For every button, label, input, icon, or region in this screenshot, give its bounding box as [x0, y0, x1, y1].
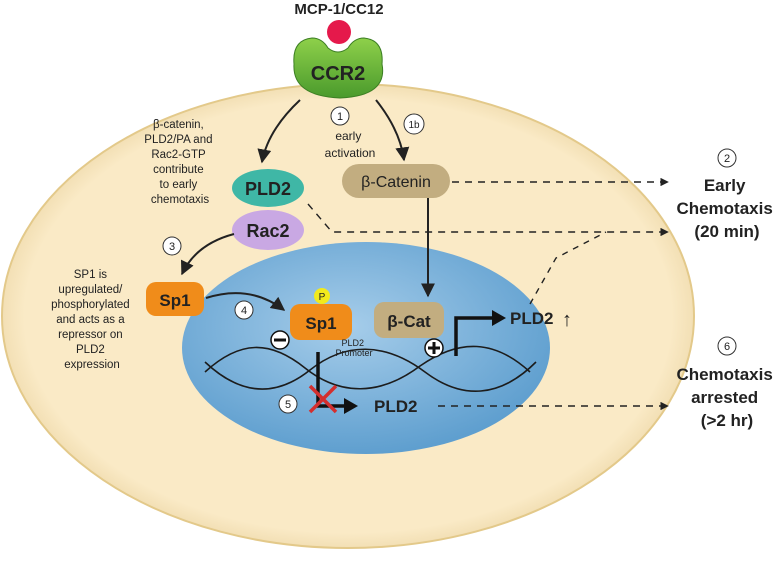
step-3-badge: 3 — [162, 236, 182, 256]
arrow-ccr2-to-betacatenin — [375, 99, 410, 162]
repression-sign — [270, 330, 290, 350]
outcome-early-chemotaxis: Early Chemotaxis (20 min) — [676, 176, 777, 241]
beta-cat-nucleus-label: β-Cat — [387, 312, 431, 331]
transcription-arrowhead-active — [492, 310, 506, 326]
transcription-arrow-active — [454, 316, 494, 356]
activation-sign — [424, 338, 444, 358]
svg-text:4: 4 — [241, 305, 247, 317]
arrow-ccr2-to-pld2 — [257, 99, 301, 164]
promoter-label: PLD2 Promoter — [335, 338, 372, 358]
ccr2-receptor — [293, 37, 384, 99]
step-6-badge: 6 — [717, 336, 737, 356]
beta-cat-nucleus-protein — [374, 302, 444, 338]
dna-strand-a — [204, 345, 531, 390]
phospho-marker — [314, 288, 330, 304]
phospho-label: P — [319, 292, 326, 303]
step-4-badge: 4 — [234, 300, 254, 320]
arrow-rac2-to-sp1 — [180, 233, 235, 276]
svg-text:5: 5 — [285, 399, 291, 411]
svg-text:3: 3 — [169, 241, 175, 253]
step-5-badge: 5 — [278, 394, 298, 414]
pld2-gene-active-label: PLD2 — [510, 309, 553, 328]
pld2-gene-repressed-label: PLD2 — [374, 397, 417, 416]
sp1-nucleus-label: Sp1 — [305, 314, 336, 333]
step-1-badge: 1 — [330, 106, 350, 126]
annotation-early-contributors: β-catenin, PLD2/PA and Rac2-GTP contribu… — [144, 119, 215, 206]
annotation-sp1-repressor: SP1 is upregulated/ phosphorylated and a… — [51, 269, 133, 371]
sp1-cytoplasm-protein — [146, 282, 204, 316]
pld2-label: PLD2 — [245, 179, 291, 199]
rac2-label: Rac2 — [246, 221, 289, 241]
early-activation-label: early activation — [325, 129, 376, 160]
dashed-pld2-rac2-to-early — [307, 203, 669, 237]
dna-strand-b — [204, 348, 537, 392]
pld2-upregulated-arrow-icon: ↑ — [562, 309, 572, 331]
svg-text:2: 2 — [724, 153, 730, 165]
mcp1-ligand — [327, 20, 351, 44]
step-2-badge: 2 — [717, 148, 737, 168]
ccr2-label: CCR2 — [311, 63, 365, 85]
blocked-cross-icon — [308, 384, 338, 414]
sp1-nucleus-protein — [290, 304, 352, 340]
svg-text:1b: 1b — [408, 120, 420, 131]
svg-text:1: 1 — [337, 111, 343, 123]
rac2-protein — [232, 210, 304, 250]
transcription-arrowhead-repressed — [344, 398, 358, 414]
svg-text:6: 6 — [724, 341, 730, 353]
sp1-cytoplasm-label: Sp1 — [159, 291, 190, 310]
step-1b-badge: 1b — [403, 113, 425, 135]
outcome-chemotaxis-arrested: Chemotaxis arrested (>2 hr) — [676, 365, 777, 430]
dashed-gene-to-early — [529, 231, 607, 305]
ligand-label: MCP-1/CC12 — [294, 1, 383, 18]
arrow-sp1-to-nucleus — [205, 292, 286, 311]
pld2-protein — [232, 169, 304, 207]
nucleus — [182, 242, 550, 454]
beta-catenin-label: β-Catenin — [361, 174, 431, 191]
beta-catenin-protein — [342, 164, 450, 198]
